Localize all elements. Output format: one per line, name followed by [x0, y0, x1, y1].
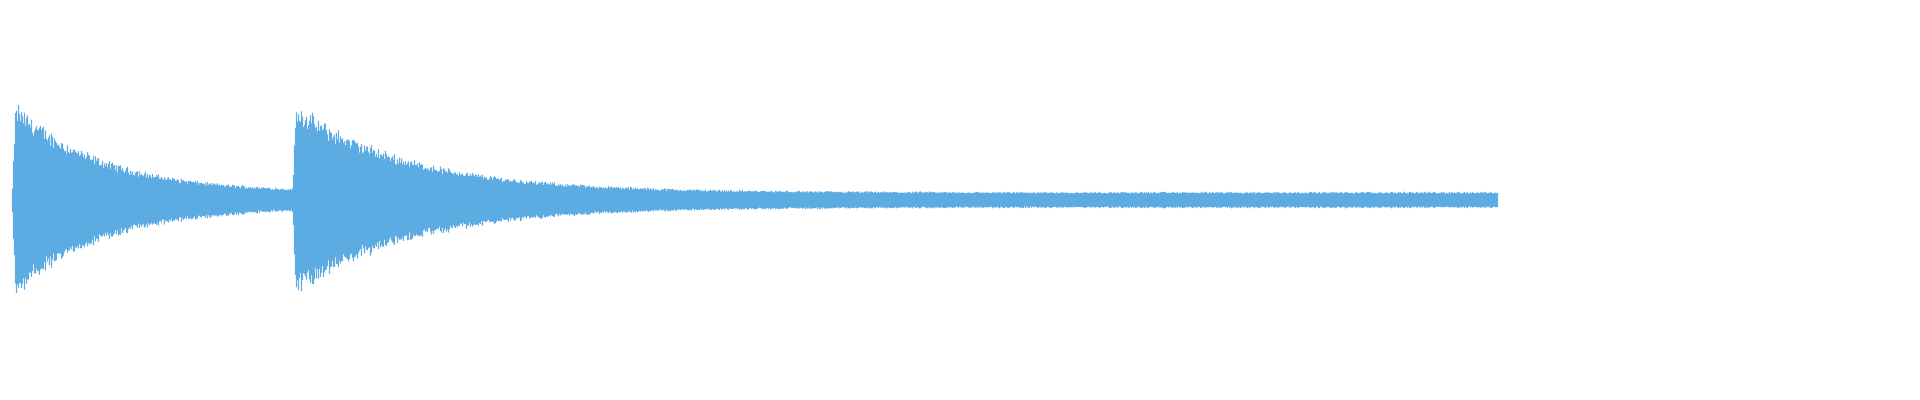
- waveform-samples: [11, 105, 1499, 293]
- waveform-trace: [11, 105, 1499, 293]
